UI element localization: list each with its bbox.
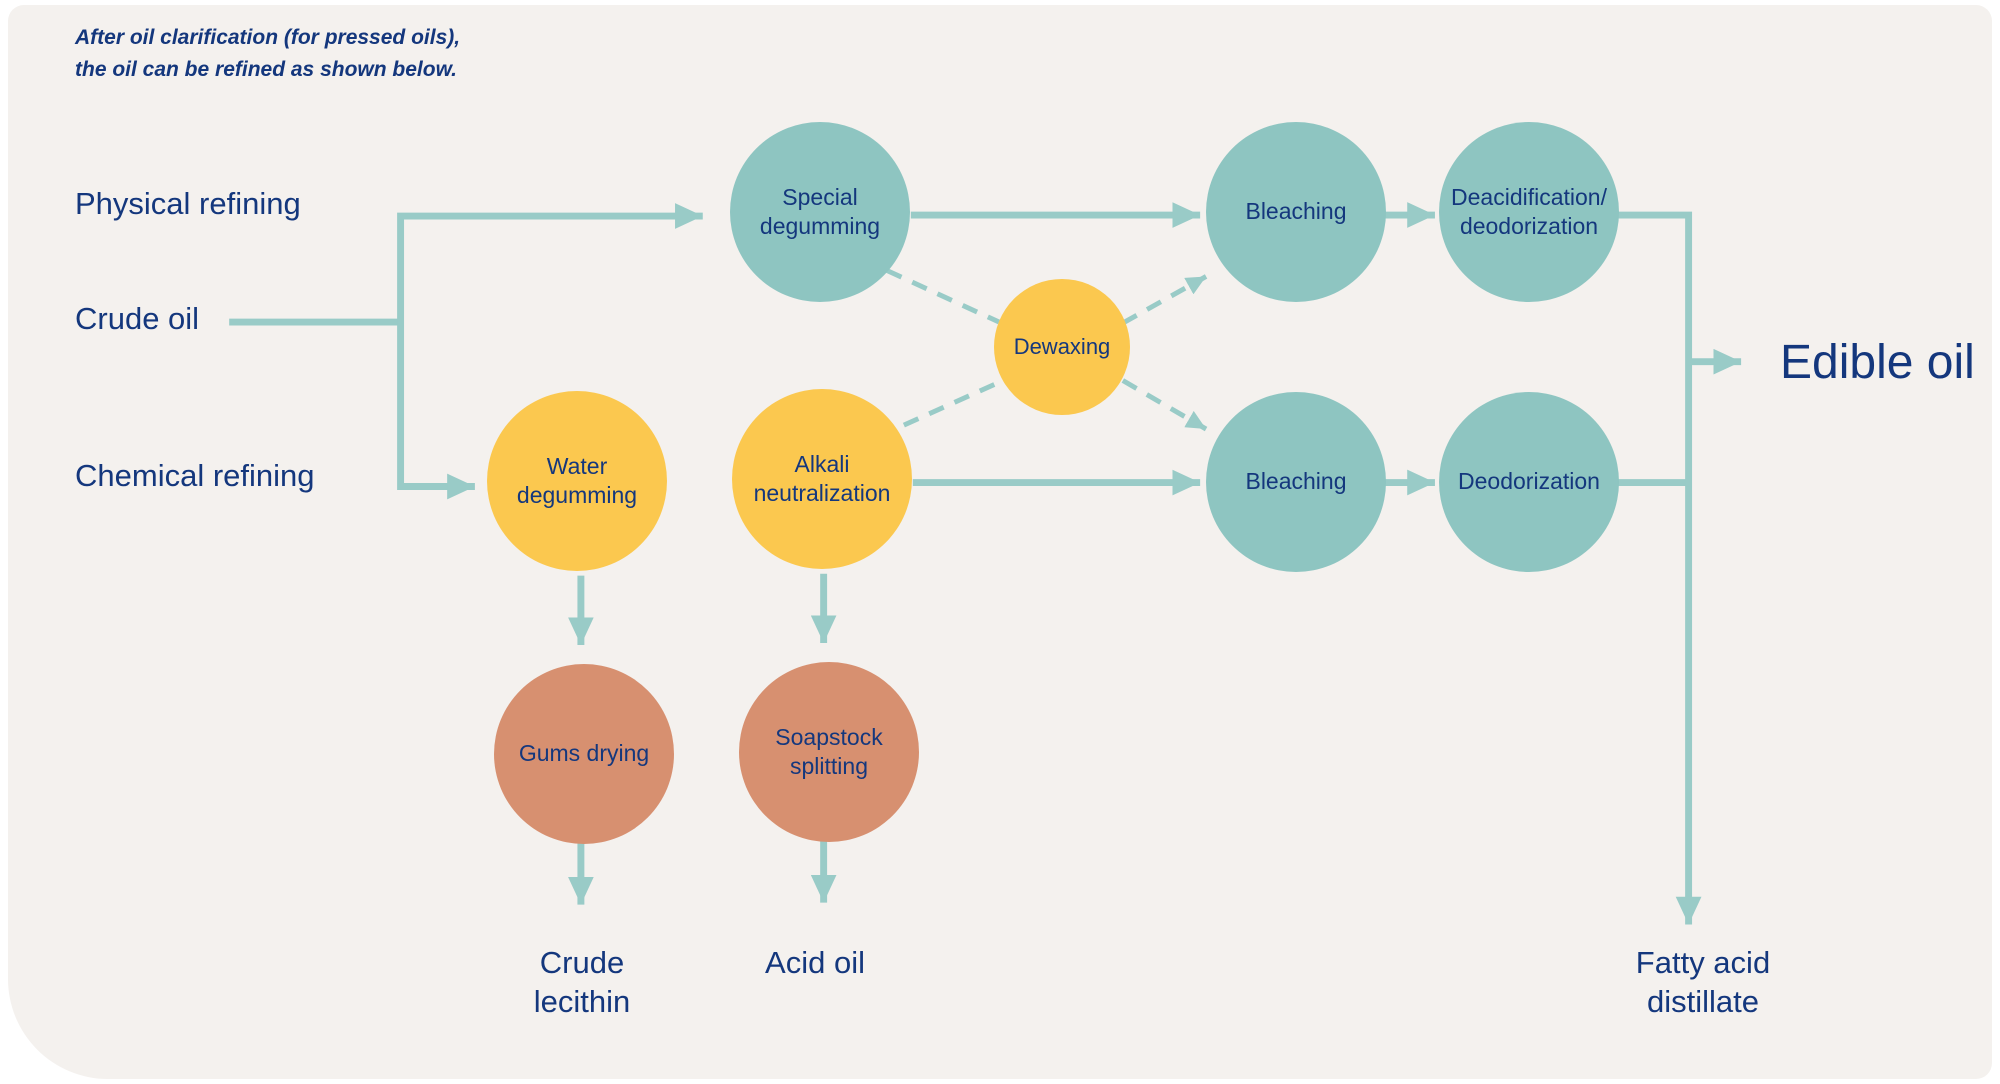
node-deacidification-deodorization: Deacidification/ deodorization: [1439, 122, 1619, 302]
label-crude-oil: Crude oil: [75, 301, 200, 336]
edge-dewaxing-to-bleaching-top: [1121, 274, 1208, 326]
node-gums-drying-label: Gums drying: [518, 740, 650, 767]
output-acid-oil: Acid oil: [765, 945, 865, 980]
node-soapstock-splitting: Soapstock splitting: [739, 662, 919, 842]
edge-branch-physical: [397, 203, 703, 323]
edge-deacidification-to-collector: [1613, 211, 1702, 925]
edge-alkali-to-dewaxing: [902, 379, 1003, 428]
node-gums-drying: Gums drying: [494, 664, 674, 844]
node-bleaching-bottom-label: Bleaching: [1245, 468, 1347, 495]
node-dewaxing: Dewaxing: [994, 279, 1130, 415]
node-deacidification-deodorization-label: Deacidification/ deodorization: [1451, 183, 1607, 239]
node-alkali-neutralization: Alkali neutralization: [732, 389, 912, 569]
diagram-panel: After oil clarification (for pressed oil…: [8, 5, 1992, 1079]
node-deodorization: Deodorization: [1439, 392, 1619, 572]
node-deodorization-label: Deodorization: [1458, 468, 1600, 495]
node-water-degumming-label: Water degumming: [516, 452, 638, 508]
flow-connectors: [229, 202, 1742, 925]
node-alkali-neutralization-label: Alkali neutralization: [753, 450, 891, 506]
node-dewaxing-label: Dewaxing: [1013, 333, 1111, 359]
node-water-degumming: Water degumming: [487, 391, 667, 571]
edge-dewaxing-to-bleaching-bottom: [1121, 378, 1208, 432]
label-physical-refining: Physical refining: [75, 186, 301, 221]
node-bleaching-bottom: Bleaching: [1206, 392, 1386, 572]
node-bleaching-top: Bleaching: [1206, 122, 1386, 302]
node-special-degumming: Special degumming: [730, 122, 910, 302]
node-soapstock-splitting-label: Soapstock splitting: [775, 723, 883, 779]
output-fatty-acid-distillate: Fatty acid distillate: [1635, 945, 1771, 1020]
intro-note: After oil clarification (for pressed oil…: [75, 26, 461, 81]
output-edible-oil: Edible oil: [1780, 336, 1975, 389]
node-special-degumming-label: Special degumming: [759, 183, 881, 239]
node-bleaching-top-label: Bleaching: [1245, 198, 1347, 225]
edge-special-to-dewaxing: [886, 268, 1001, 325]
edge-branch-chemical: [397, 322, 475, 500]
label-chemical-refining: Chemical refining: [75, 458, 315, 493]
output-crude-lecithin: Crude lecithin: [533, 945, 631, 1020]
